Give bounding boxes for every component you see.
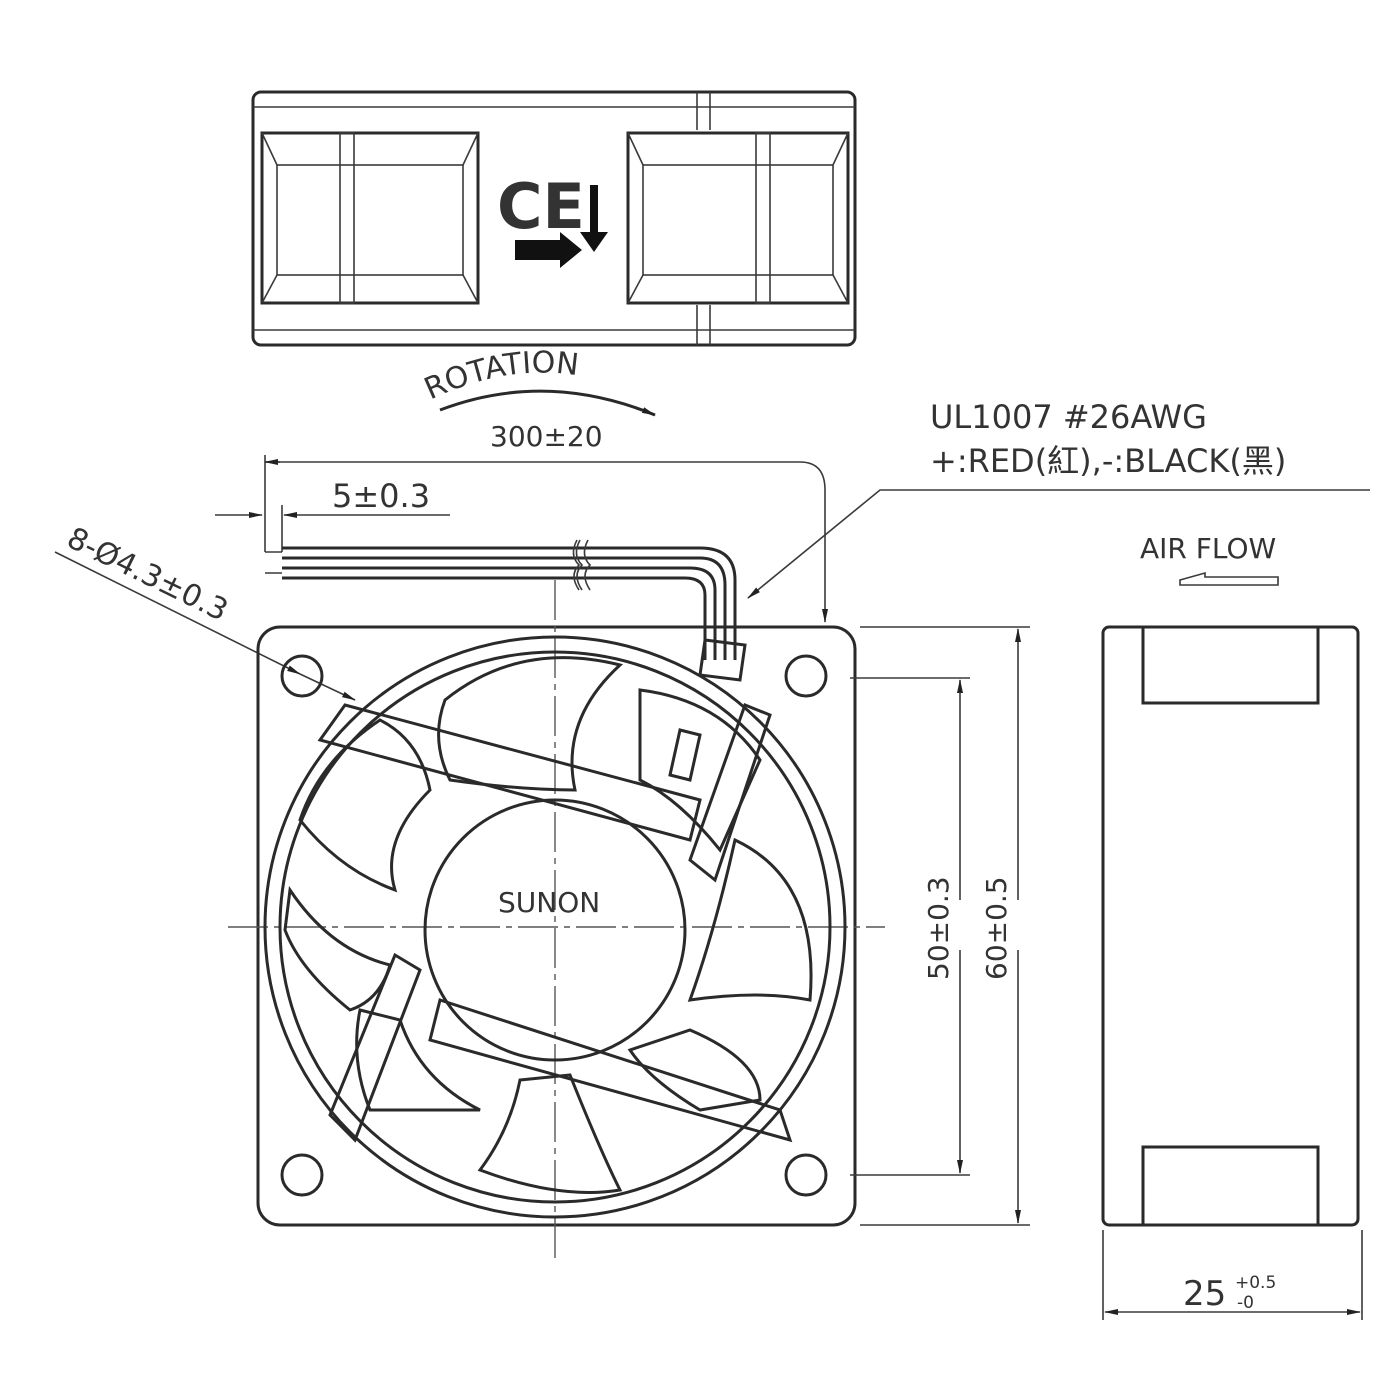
side-view: AIR FLOW 25 +0.5 -0 — [1101, 532, 1363, 1320]
mounting-hole — [280, 1153, 324, 1197]
mounting-hole — [280, 654, 324, 698]
thickness-dimension: 25 — [1183, 1274, 1226, 1314]
top-view: CE ROTATION 300±20 — [251, 90, 857, 453]
mounting-hole-dimension: 8-Ø4.3±0.3 — [61, 521, 233, 629]
wire-spec-line2: +:RED(紅),-:BLACK(黑) — [930, 442, 1286, 480]
frame-size-dimension: 60±0.5 — [980, 876, 1013, 980]
top-left-window — [260, 131, 480, 305]
mounting-holes — [280, 654, 828, 1197]
ce-mark: CE — [497, 170, 585, 243]
lead-length-dimension: 300±20 — [490, 420, 603, 453]
brand-label: SUNON — [498, 886, 600, 919]
front-dimensions: 50±0.3 60±0.5 — [850, 626, 1030, 1226]
mounting-hole — [784, 1153, 828, 1197]
arrow-right-and-down-icon — [515, 185, 608, 268]
mounting-hole — [784, 654, 828, 698]
hub — [423, 798, 687, 1062]
hole-spacing-dimension: 50±0.3 — [922, 876, 955, 980]
air-flow-label: AIR FLOW — [1140, 532, 1276, 565]
fan-blades — [283, 656, 813, 1194]
air-flow-arrow-icon — [1179, 571, 1279, 586]
strip-length-dimension: 5±0.3 — [332, 477, 430, 515]
rotation-label: ROTATION — [419, 345, 580, 407]
wire-spec-line1: UL1007 #26AWG — [930, 398, 1207, 436]
front-view: SUNON — [228, 580, 885, 1262]
thickness-tolerance-upper: +0.5 — [1235, 1273, 1276, 1293]
top-right-window — [626, 131, 850, 305]
thickness-tolerance-lower: -0 — [1237, 1293, 1254, 1313]
rotation-arrow — [439, 389, 656, 417]
frame-spokes — [317, 703, 793, 1143]
